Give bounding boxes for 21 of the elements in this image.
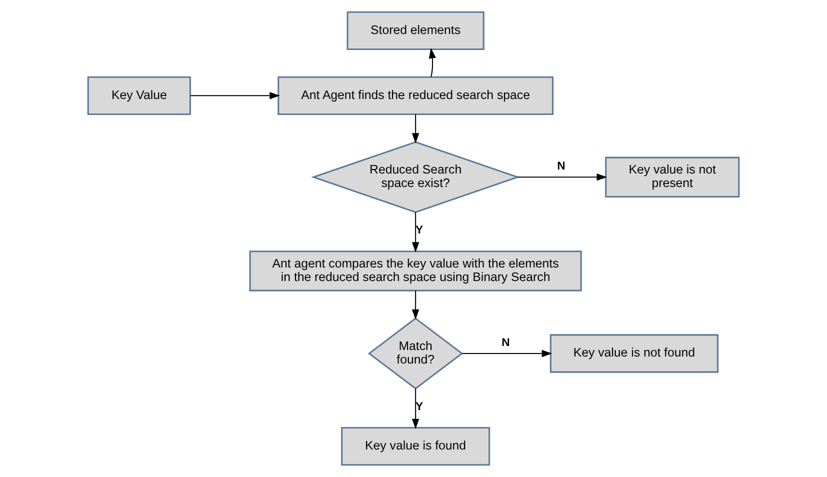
node-box: Key value is not present <box>605 156 740 198</box>
node-box: Key value is not found <box>550 334 718 373</box>
edge-label: N <box>502 337 510 350</box>
arrow <box>518 174 608 181</box>
arrow <box>412 290 420 320</box>
arrow <box>190 92 280 100</box>
node-diamond: Reduced Search space exist? <box>311 141 520 214</box>
edge-label: Y <box>416 401 424 414</box>
node-box: Key value is found <box>341 426 490 466</box>
arrow <box>462 350 552 358</box>
arrow <box>412 114 420 144</box>
edge-label: Y <box>416 224 424 237</box>
node-box: Ant agent compares the key value with the elements in the reduced search space using Binary Search <box>249 250 582 292</box>
node-box: Stored elements <box>346 11 484 50</box>
edge-label: N <box>557 160 566 173</box>
arrow <box>412 212 420 252</box>
arrow <box>428 48 436 78</box>
arrow <box>412 388 420 430</box>
node-box: Ant Agent finds the reduced search space <box>278 76 554 115</box>
node-diamond: Match found? <box>368 317 464 390</box>
node-box: Key Value <box>87 76 191 115</box>
